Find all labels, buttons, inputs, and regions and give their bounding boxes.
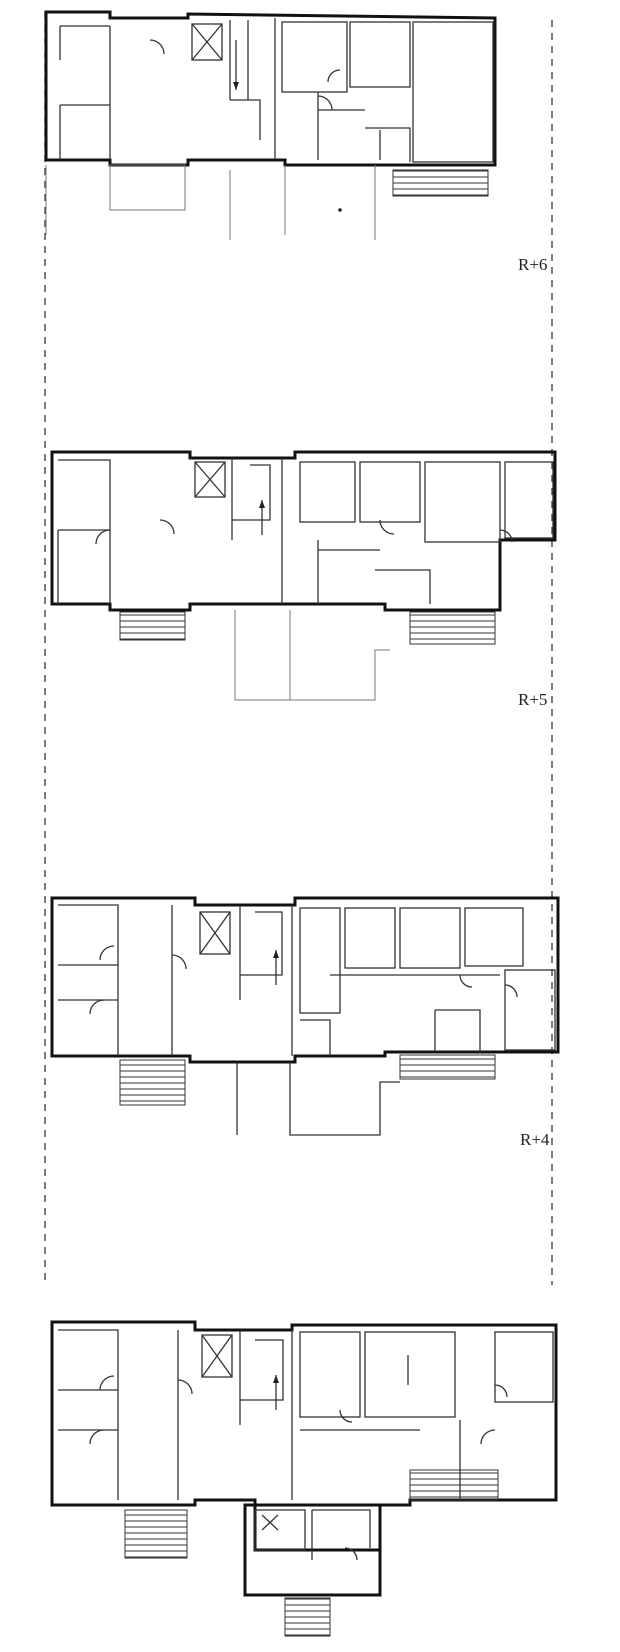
floor-plan-r6: R+6 [44, 10, 547, 274]
stack-guides [44, 12, 553, 1285]
floor-plan-r5: R+5 [50, 450, 557, 709]
level-label-r4: R+4 [520, 1130, 550, 1149]
level-label-r6: R+6 [518, 255, 547, 274]
floor-plan-base [50, 1320, 558, 1637]
floor-plan-r4: R+4 [50, 896, 560, 1149]
level-label-r5: R+5 [518, 690, 547, 709]
